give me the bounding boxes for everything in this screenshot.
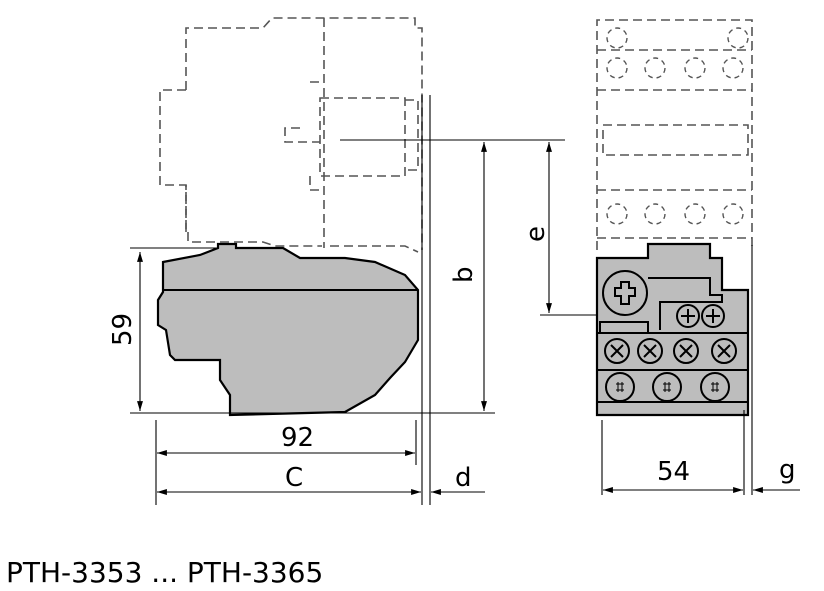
terminal-screw-x-icon [604, 338, 737, 364]
dimension-label-b: b [449, 266, 479, 283]
dimension-label-e: e [521, 226, 551, 242]
front-view-contactor-outline [596, 19, 753, 250]
dimension-label-c: C [285, 463, 303, 493]
dimension-label-92: 92 [281, 423, 314, 453]
model-range-caption: PTH-3353 ... PTH-3365 [6, 556, 324, 589]
adjustment-dial-icon [602, 270, 648, 316]
side-view-relay-body [156, 242, 420, 417]
phillips-screw-icon [676, 304, 725, 328]
dimension-label-g: g [779, 455, 796, 485]
dimension-label-54: 54 [657, 457, 690, 487]
side-view-contactor-outline [159, 17, 423, 253]
terminal-screw-icon [605, 372, 730, 402]
front-view-relay-body [595, 242, 750, 417]
side-view-dimensions [130, 95, 655, 505]
dimension-label-59: 59 [108, 313, 138, 346]
dimension-label-d: d [455, 463, 472, 493]
front-view-dimensions [601, 245, 800, 495]
